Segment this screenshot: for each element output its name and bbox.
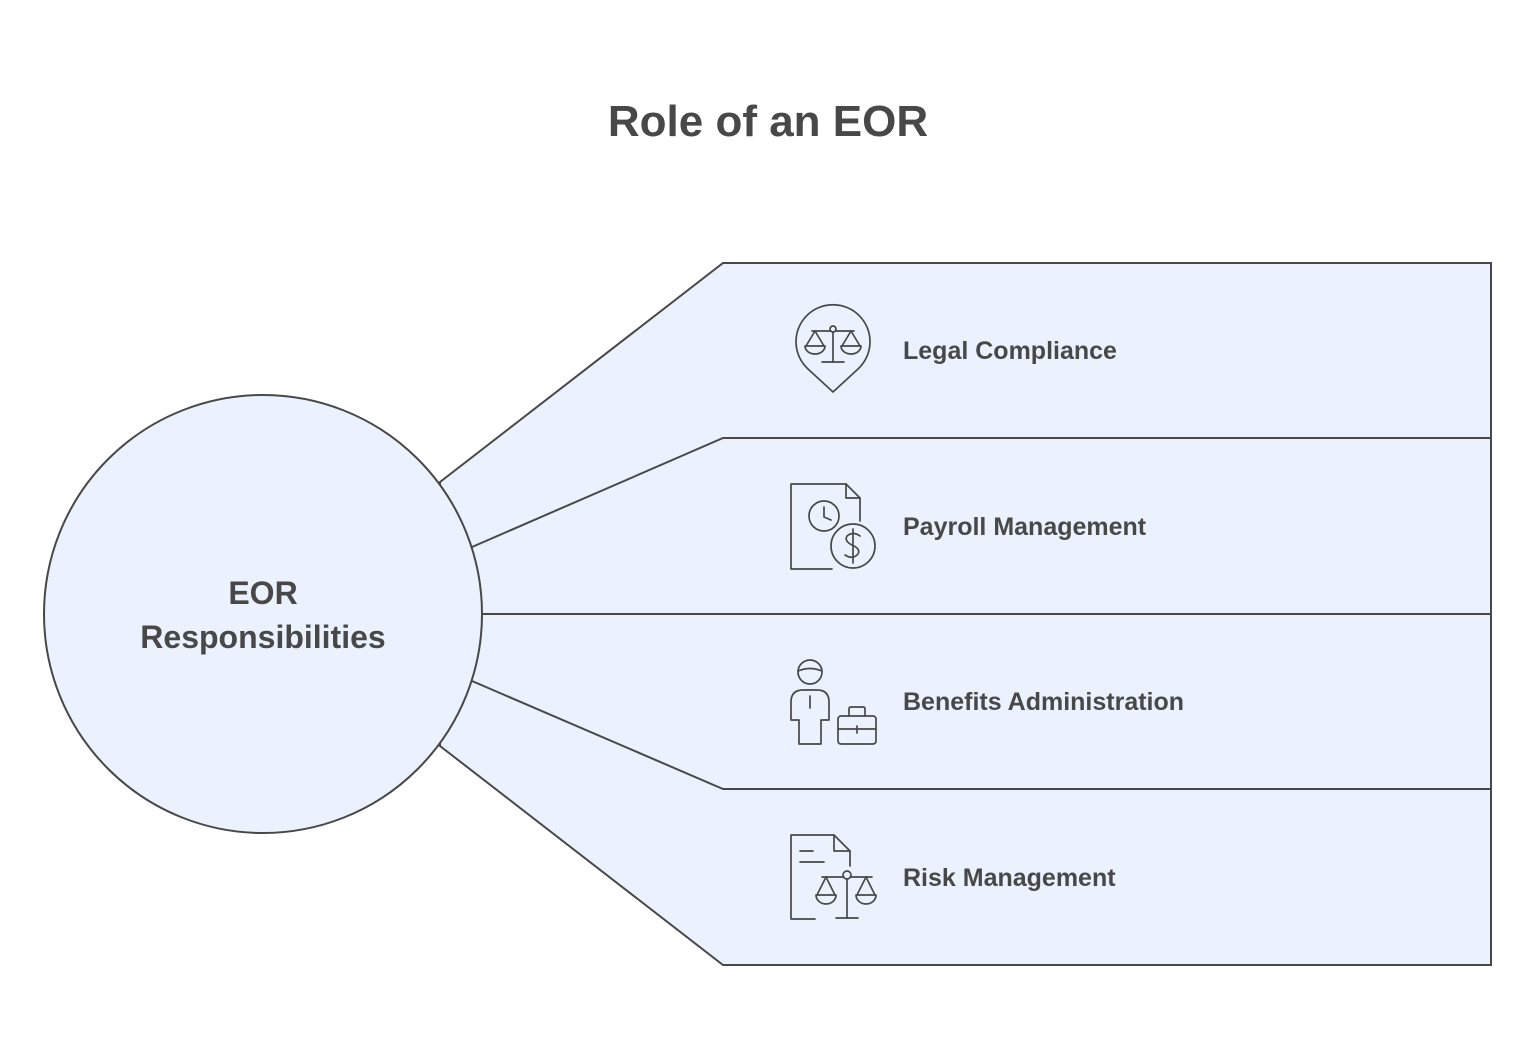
label-payroll-management: Payroll Management	[903, 513, 1147, 541]
document-clock-dollar-icon	[790, 483, 876, 570]
row-legal-compliance: Legal Compliance	[795, 303, 1117, 393]
row-payroll-management: Payroll Management	[790, 483, 1147, 570]
label-legal-compliance: Legal Compliance	[903, 337, 1117, 365]
label-risk-management: Risk Management	[903, 864, 1116, 892]
divider-3	[471, 680, 1491, 790]
hub-label-line1: EOR	[228, 575, 297, 611]
row-benefits-administration: Benefits Administration	[790, 659, 1184, 745]
scales-location-pin-icon	[795, 303, 871, 393]
divider-1	[471, 437, 1491, 548]
diagram-title: Role of an EOR	[608, 97, 928, 146]
hub-circle	[43, 394, 483, 834]
document-scales-icon	[790, 834, 877, 920]
label-benefits-administration: Benefits Administration	[903, 688, 1184, 716]
person-briefcase-icon	[790, 659, 877, 745]
row-risk-management: Risk Management	[790, 834, 1116, 920]
hub-label-line2: Responsibilities	[140, 619, 385, 655]
